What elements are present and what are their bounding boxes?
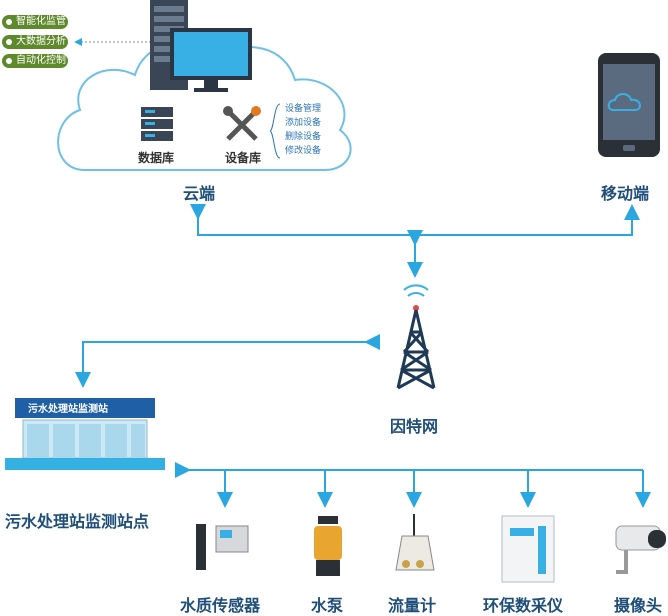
mobile-label: 移动端	[601, 186, 650, 203]
device-label-camera: 摄像头	[614, 598, 663, 615]
tag-automation-control: 自动化控制	[2, 54, 68, 68]
station-sign: 污水处理站监测站	[28, 404, 108, 415]
camera-icon	[615, 525, 666, 574]
station-label: 污水处理站监测站点	[5, 514, 150, 531]
monitoring-station-building	[5, 398, 165, 470]
signal-tower-icon	[396, 284, 436, 390]
cloud-label: 云端	[183, 186, 216, 203]
water-pump-icon	[314, 516, 342, 576]
device-action-delete: 删除设备	[285, 131, 322, 141]
water-quality-sensor-icon	[196, 524, 249, 570]
device-label-flowmeter: 流量计	[388, 598, 437, 615]
tools-icon	[223, 106, 261, 141]
device-label-daq: 环保数采仪	[483, 598, 564, 615]
internet-label: 因特网	[390, 419, 439, 436]
server-monitor-icon	[150, 0, 252, 92]
tag-big-data-analysis: 大数据分析	[2, 35, 68, 49]
device-label-pump: 水泵	[311, 598, 344, 615]
database-label: 数据库	[138, 151, 175, 165]
device-label-sensor: 水质传感器	[180, 598, 261, 615]
device-actions-bracket	[270, 103, 281, 159]
device-action-modify: 修改设备	[285, 145, 322, 155]
database-icon	[141, 107, 173, 141]
data-acquisition-icon	[501, 515, 555, 583]
device-library-label: 设备库	[225, 151, 262, 165]
tower-station-connector	[75, 334, 380, 388]
flow-meter-icon	[395, 514, 435, 571]
device-action-add: 添加设备	[285, 117, 322, 127]
device-action-manage: 设备管理	[285, 103, 322, 113]
tag-intelligent-supervision: 智能化监管	[2, 15, 68, 29]
cloud-mobile-connector	[190, 204, 640, 236]
mobile-phone-icon	[598, 53, 660, 157]
